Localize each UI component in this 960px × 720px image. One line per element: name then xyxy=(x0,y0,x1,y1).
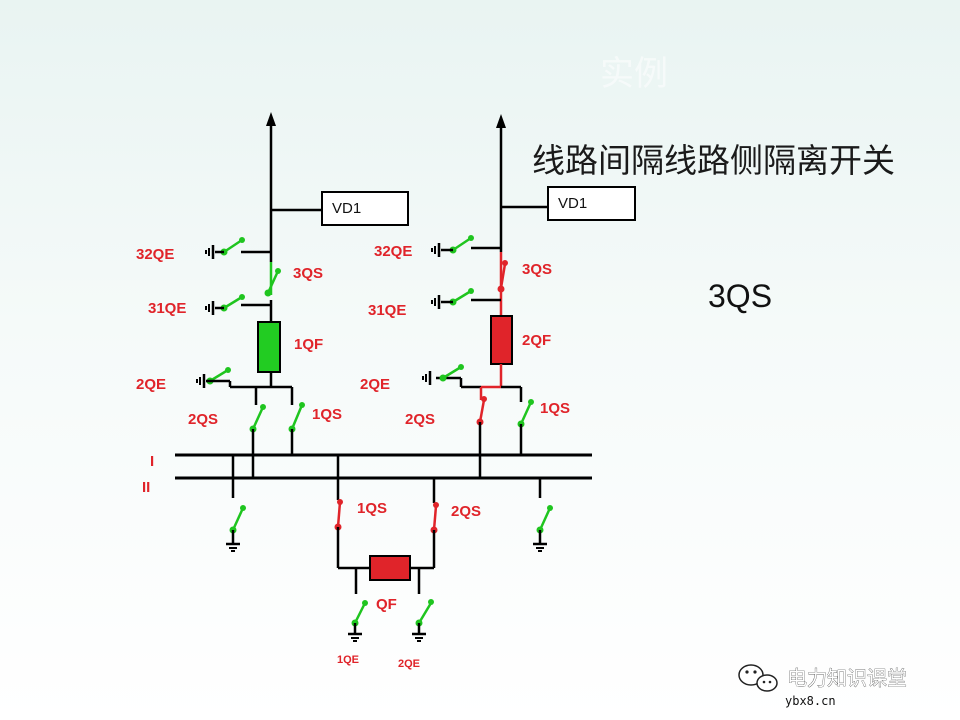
line-arrow-right xyxy=(496,114,506,128)
label-2qe-left: 2QE xyxy=(136,376,166,393)
vd-box-right xyxy=(547,186,636,221)
disconnector-1qs-right[interactable] xyxy=(519,401,533,425)
vd-box-left xyxy=(321,191,409,226)
bus-earth-switch-left[interactable] xyxy=(231,507,245,531)
selected-device-label: 3QS xyxy=(708,278,772,314)
busbars: I II xyxy=(142,453,592,553)
watermark-brand: 电力知识课堂 xyxy=(787,666,907,690)
label-31qe-right: 31QE xyxy=(368,302,406,319)
coupler-earth-switch-1qe[interactable] xyxy=(353,602,367,624)
earth-switch-2qe-left[interactable] xyxy=(209,368,229,383)
coupler-earth-switch-2qe[interactable] xyxy=(417,602,433,624)
label-1qs-right: 1QS xyxy=(540,400,570,417)
disconnector-2qs-left[interactable] xyxy=(251,406,265,430)
label-1qf: 1QF xyxy=(294,336,323,353)
diagram-heading: 线路间隔线路侧隔离开关 xyxy=(532,141,895,180)
disconnector-1qs-left[interactable] xyxy=(290,404,304,430)
vd-label-right: VD1 xyxy=(558,195,587,212)
breaker-1qf[interactable] xyxy=(257,321,281,373)
label-31qe-left: 31QE xyxy=(148,300,186,317)
vd-label-left: VD1 xyxy=(332,200,361,217)
label-3qs-left: 3QS xyxy=(293,265,323,282)
earth-switch-32qe-right[interactable] xyxy=(452,236,472,252)
label-2qs-left: 2QS xyxy=(188,411,218,428)
label-2qe-right: 2QE xyxy=(360,376,390,393)
disconnector-2qs-right[interactable] xyxy=(478,399,486,423)
earth-switch-2qe-right[interactable] xyxy=(442,365,462,380)
wechat-icon xyxy=(738,664,778,692)
label-3qs-right: 3QS xyxy=(522,261,552,278)
coupler-disconnector-2qs[interactable] xyxy=(432,505,438,531)
label-2qf: 2QF xyxy=(522,332,551,349)
line-arrow-left xyxy=(266,112,276,126)
coupler-breaker-qf[interactable] xyxy=(369,555,411,581)
coupler-label-2qs: 2QS xyxy=(451,503,481,520)
coupler-label-2qe: 2QE xyxy=(398,658,420,670)
bus-earth-switch-right[interactable] xyxy=(538,507,552,531)
bay-right: VD1 32QE 3QS 31QE 2QF 2QE xyxy=(360,114,636,478)
label-32qe-right: 32QE xyxy=(374,243,412,260)
bay-left: VD1 32QE 3QS 31QE 1QF 2QE xyxy=(136,112,409,478)
earth-switch-31qe-left[interactable] xyxy=(223,295,243,310)
bus-coupler: 1QS 2QS QF 1QE 2QE xyxy=(334,455,481,670)
watermark-url: ybx8.cn xyxy=(785,694,836,708)
earth-switch-32qe-left[interactable] xyxy=(223,238,243,254)
bus-label-i: I xyxy=(150,453,154,470)
coupler-label-1qs: 1QS xyxy=(357,500,387,517)
coupler-disconnector-1qs[interactable] xyxy=(336,501,342,528)
label-32qe-left: 32QE xyxy=(136,246,174,263)
label-1qs-left: 1QS xyxy=(312,406,342,423)
earth-switch-31qe-right[interactable] xyxy=(452,289,472,304)
breaker-2qf[interactable] xyxy=(490,315,513,365)
coupler-label-qf: QF xyxy=(376,596,397,613)
bus-label-ii: II xyxy=(142,479,150,496)
ghost-title: 实例 xyxy=(600,54,668,94)
watermark: 电力知识课堂 ybx8.cn xyxy=(738,664,907,708)
coupler-label-1qe: 1QE xyxy=(337,654,359,666)
label-2qs-right: 2QS xyxy=(405,411,435,428)
